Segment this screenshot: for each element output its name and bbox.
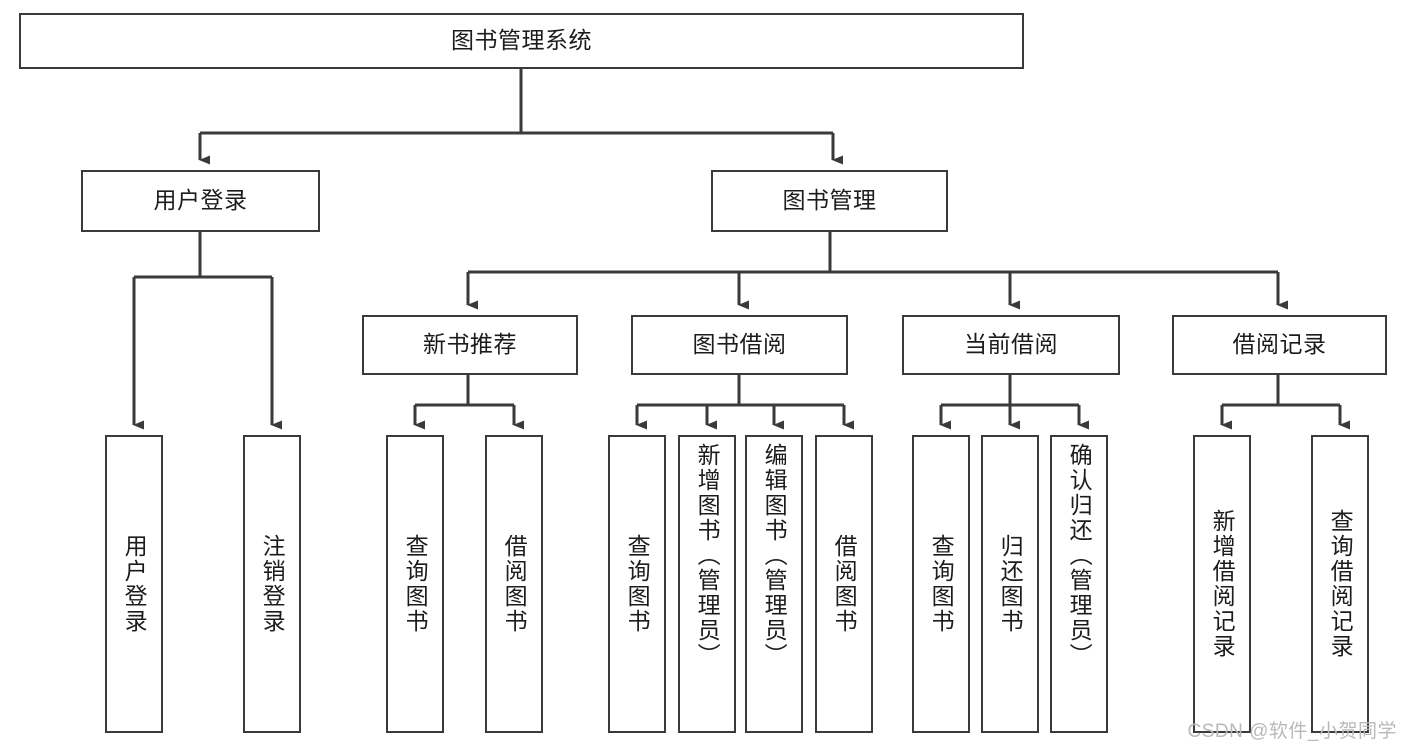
node-root[interactable]: 图书管理系统 xyxy=(19,13,1024,69)
node-leaf-add-record-label: 新增借阅记录 xyxy=(1209,509,1236,659)
node-user-login-label: 用户登录 xyxy=(153,187,248,214)
node-book-borrow-label: 图书借阅 xyxy=(692,331,787,358)
node-leaf-borrow-book-1[interactable]: 借阅图书 xyxy=(485,435,543,733)
node-leaf-query-book-3[interactable]: 查询图书 xyxy=(912,435,970,733)
node-leaf-add-book-label: 新增图书（管理员） xyxy=(694,443,721,668)
node-user-login[interactable]: 用户登录 xyxy=(81,170,320,232)
node-leaf-query-book-3-label: 查询图书 xyxy=(928,534,955,634)
node-leaf-borrow-book-2-label: 借阅图书 xyxy=(831,534,858,634)
node-leaf-query-record[interactable]: 查询借阅记录 xyxy=(1311,435,1369,733)
node-leaf-logout-login[interactable]: 注销登录 xyxy=(243,435,301,733)
node-leaf-logout-login-label: 注销登录 xyxy=(259,534,286,634)
node-leaf-confirm-return[interactable]: 确认归还（管理员） xyxy=(1050,435,1108,733)
node-borrow-record[interactable]: 借阅记录 xyxy=(1172,315,1387,375)
node-book-management[interactable]: 图书管理 xyxy=(711,170,948,232)
node-leaf-confirm-return-label: 确认归还（管理员） xyxy=(1066,443,1093,668)
node-leaf-query-book-2-label: 查询图书 xyxy=(624,534,651,634)
node-leaf-return-book[interactable]: 归还图书 xyxy=(981,435,1039,733)
node-leaf-edit-book-label: 编辑图书（管理员） xyxy=(761,443,788,668)
node-leaf-add-record[interactable]: 新增借阅记录 xyxy=(1193,435,1251,733)
node-leaf-add-book[interactable]: 新增图书（管理员） xyxy=(678,435,736,733)
node-leaf-query-record-label: 查询借阅记录 xyxy=(1327,509,1354,659)
node-root-label: 图书管理系统 xyxy=(451,27,592,54)
node-leaf-edit-book[interactable]: 编辑图书（管理员） xyxy=(745,435,803,733)
node-leaf-borrow-book-1-label: 借阅图书 xyxy=(501,534,528,634)
node-current-borrow-label: 当前借阅 xyxy=(964,331,1058,358)
node-current-borrow[interactable]: 当前借阅 xyxy=(902,315,1120,375)
node-new-book-recommend[interactable]: 新书推荐 xyxy=(362,315,578,375)
watermark: CSDN @软件_小贺同学 xyxy=(1187,721,1397,742)
node-borrow-record-label: 借阅记录 xyxy=(1232,331,1327,358)
node-leaf-query-book-2[interactable]: 查询图书 xyxy=(608,435,666,733)
node-leaf-query-book-1[interactable]: 查询图书 xyxy=(386,435,444,733)
node-new-book-recommend-label: 新书推荐 xyxy=(423,331,517,358)
node-leaf-borrow-book-2[interactable]: 借阅图书 xyxy=(815,435,873,733)
node-leaf-user-login-label: 用户登录 xyxy=(121,534,148,634)
node-leaf-user-login[interactable]: 用户登录 xyxy=(105,435,163,733)
node-leaf-query-book-1-label: 查询图书 xyxy=(402,534,429,634)
node-book-management-label: 图书管理 xyxy=(782,187,877,214)
node-book-borrow[interactable]: 图书借阅 xyxy=(631,315,848,375)
node-leaf-return-book-label: 归还图书 xyxy=(997,534,1024,634)
